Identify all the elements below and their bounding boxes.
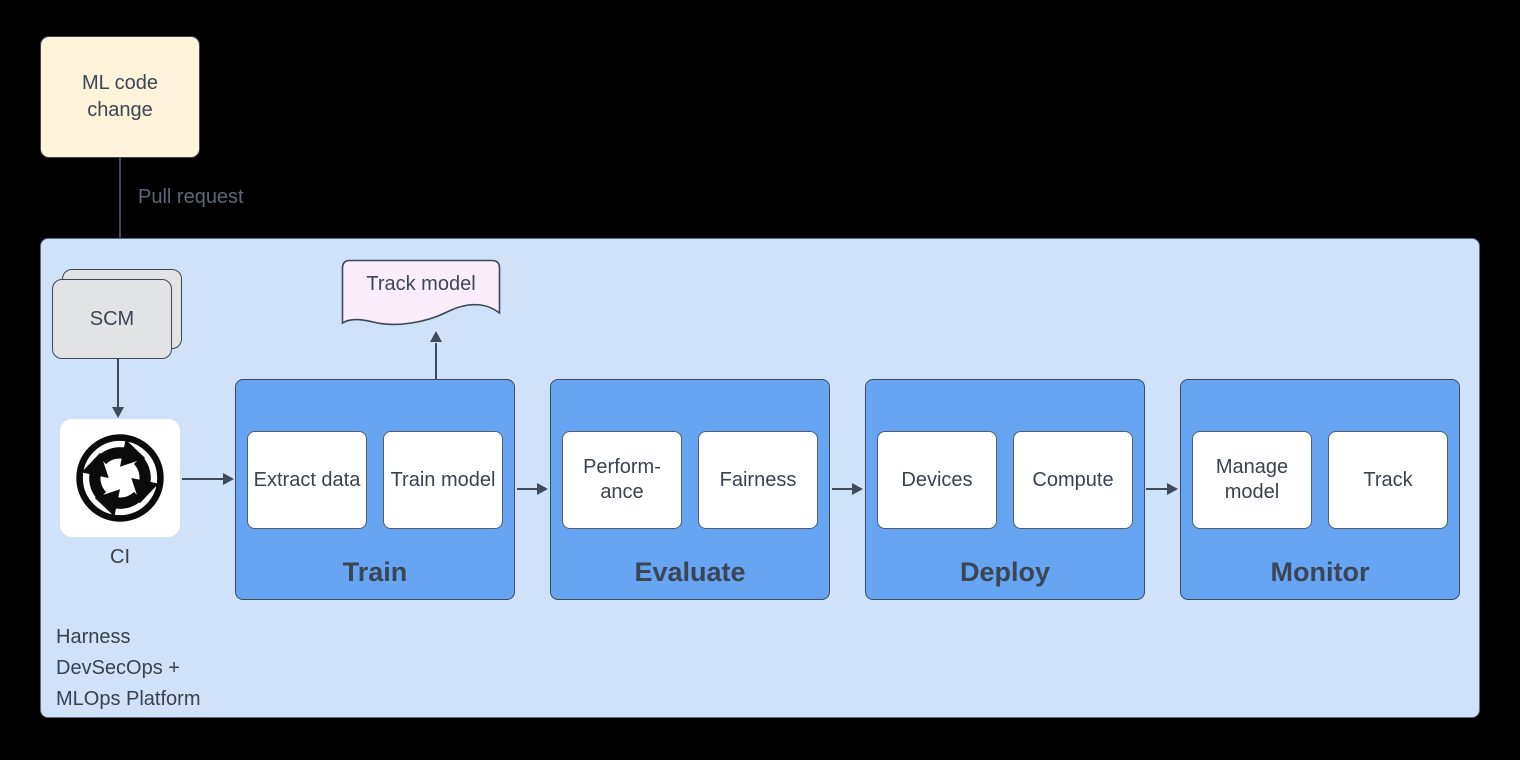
platform-caption-line: Harness <box>56 626 131 648</box>
connector-ci-train-line <box>182 478 223 480</box>
platform-caption-line: MLOps Platform <box>56 688 201 710</box>
arrowhead-right-icon <box>537 483 548 495</box>
step-box: Perform-ance <box>562 431 682 529</box>
step-box: Devices <box>877 431 997 529</box>
step-label: Fairness <box>719 468 797 491</box>
step-label: Manage model <box>1215 456 1289 503</box>
node-scm: SCM <box>52 279 172 359</box>
platform-caption: Harness DevSecOps + MLOps Platform <box>56 622 200 715</box>
node-ci <box>60 419 180 537</box>
arrowhead-right-icon <box>223 473 234 485</box>
step-label: Compute <box>1032 468 1114 491</box>
step-box: Manage model <box>1192 431 1312 529</box>
node-ci-label: CI <box>110 546 130 568</box>
node-track-model: Track model <box>341 259 501 332</box>
step-box: Extract data <box>247 431 367 529</box>
stage-deploy: Devices Compute Deploy <box>865 379 1145 600</box>
node-ml-code-change-label: ML code change <box>82 72 158 121</box>
stage-evaluate-steps: Perform-ance Fairness <box>551 380 829 529</box>
step-label: Perform-ance <box>583 456 661 503</box>
node-ml-code-change: ML code change <box>40 36 200 158</box>
stage-evaluate: Perform-ance Fairness Evaluate <box>550 379 830 600</box>
stage-monitor-label: Monitor <box>1270 557 1370 587</box>
step-label: Track <box>1363 468 1413 491</box>
stage-deploy-label: Deploy <box>959 557 1051 587</box>
step-label: Devices <box>901 468 973 491</box>
connector-train-evaluate-line <box>517 488 537 490</box>
edge-label-pull-request: Pull request <box>138 186 244 208</box>
arrowhead-down-icon <box>112 407 124 418</box>
stage-monitor-steps: Manage model Track <box>1181 380 1459 529</box>
connector-train-trackmodel-line <box>435 343 437 379</box>
stage-monitor: Manage model Track Monitor <box>1180 379 1460 600</box>
stage-train-label: Train <box>342 557 408 587</box>
step-box: Compute <box>1013 431 1133 529</box>
step-box: Track <box>1328 431 1448 529</box>
stage-deploy-steps: Devices Compute <box>866 380 1144 529</box>
cycle-arrows-icon <box>76 434 164 522</box>
stage-train-steps: Extract data Train model <box>236 380 514 529</box>
step-label: Extract data <box>253 468 361 491</box>
arrowhead-right-icon <box>852 483 863 495</box>
connector-pull-request-line <box>119 158 121 257</box>
connector-evaluate-deploy-line <box>832 488 852 490</box>
platform-caption-line: DevSecOps + <box>56 657 180 679</box>
step-label: Train model <box>390 468 496 491</box>
node-track-model-label: Track model <box>366 273 476 295</box>
step-box: Train model <box>383 431 503 529</box>
connector-scm-ci-line <box>117 359 119 408</box>
step-box: Fairness <box>698 431 818 529</box>
stage-evaluate-label: Evaluate <box>634 557 746 587</box>
connector-deploy-monitor-line <box>1146 488 1167 490</box>
document-shape-icon <box>341 259 501 326</box>
arrowhead-up-icon <box>430 331 442 342</box>
node-scm-label: SCM <box>89 307 135 330</box>
arrowhead-right-icon <box>1167 483 1178 495</box>
stage-train: Extract data Train model Train <box>235 379 515 600</box>
